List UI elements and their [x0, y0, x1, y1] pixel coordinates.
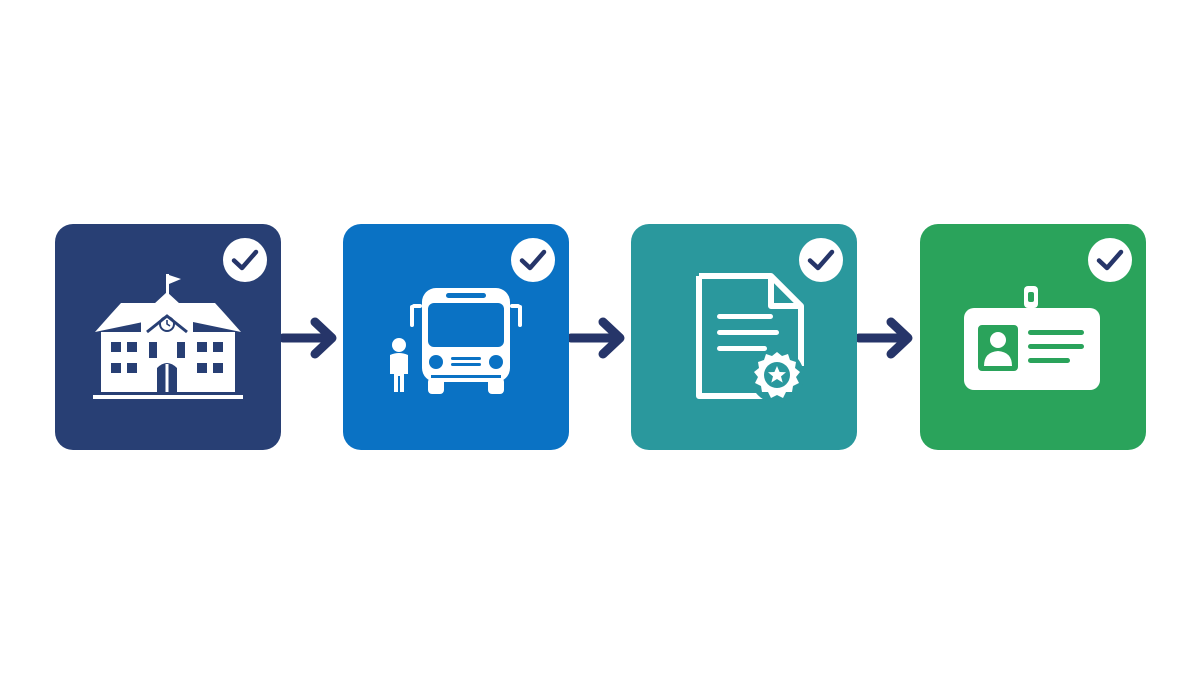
school-bus-icon [390, 288, 522, 394]
checkmark-icon [511, 238, 555, 282]
arrow-right-icon [854, 310, 919, 366]
certificate-document-icon [696, 273, 804, 403]
arrow-right-icon [566, 310, 631, 366]
step-certificate-card [631, 224, 857, 450]
school-building-icon [93, 274, 243, 399]
step-bus-card [343, 224, 569, 450]
checkmark-icon [1088, 238, 1132, 282]
step-school-card [55, 224, 281, 450]
arrow-right-icon [278, 310, 343, 366]
checkmark-icon [799, 238, 843, 282]
checkmark-icon [223, 238, 267, 282]
id-badge-icon [964, 286, 1100, 390]
step-id-badge-card [920, 224, 1146, 450]
